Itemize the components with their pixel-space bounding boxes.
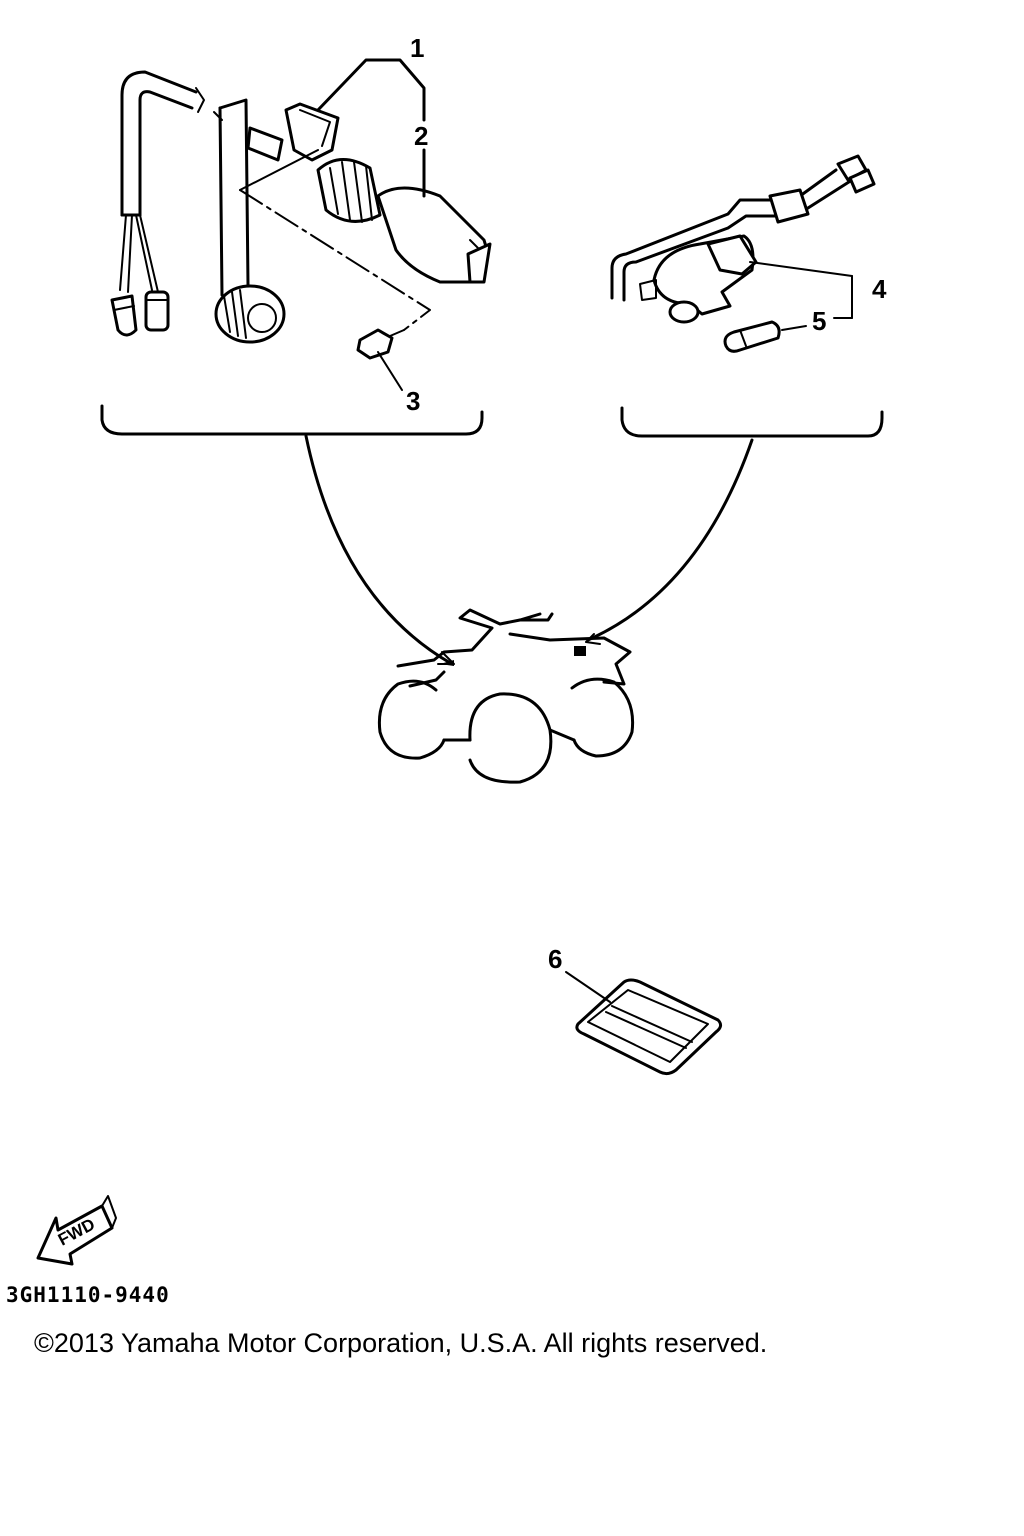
right-assembly: [610, 154, 876, 353]
left-group-brace: [100, 404, 484, 436]
left-assembly: [110, 70, 492, 391]
fwd-arrow-icon: FWD: [36, 1195, 117, 1266]
callout-5: 5: [812, 306, 826, 336]
callout-1: 1: [410, 33, 424, 63]
copyright-notice: ©2013 Yamaha Motor Corporation, U.S.A. A…: [34, 1328, 768, 1358]
left-pointer-line: [304, 434, 454, 666]
callout-3: 3: [406, 386, 420, 416]
callout-2: 2: [414, 121, 428, 151]
right-pointer-line: [586, 438, 754, 642]
diagram-part-code: 3GH1110-9440: [6, 1283, 170, 1307]
callout-4: 4: [872, 274, 887, 304]
callout-6: 6: [548, 944, 562, 974]
right-group-brace: [620, 406, 884, 438]
label-sheet: [565, 971, 723, 1076]
atv-silhouette: [377, 608, 635, 784]
